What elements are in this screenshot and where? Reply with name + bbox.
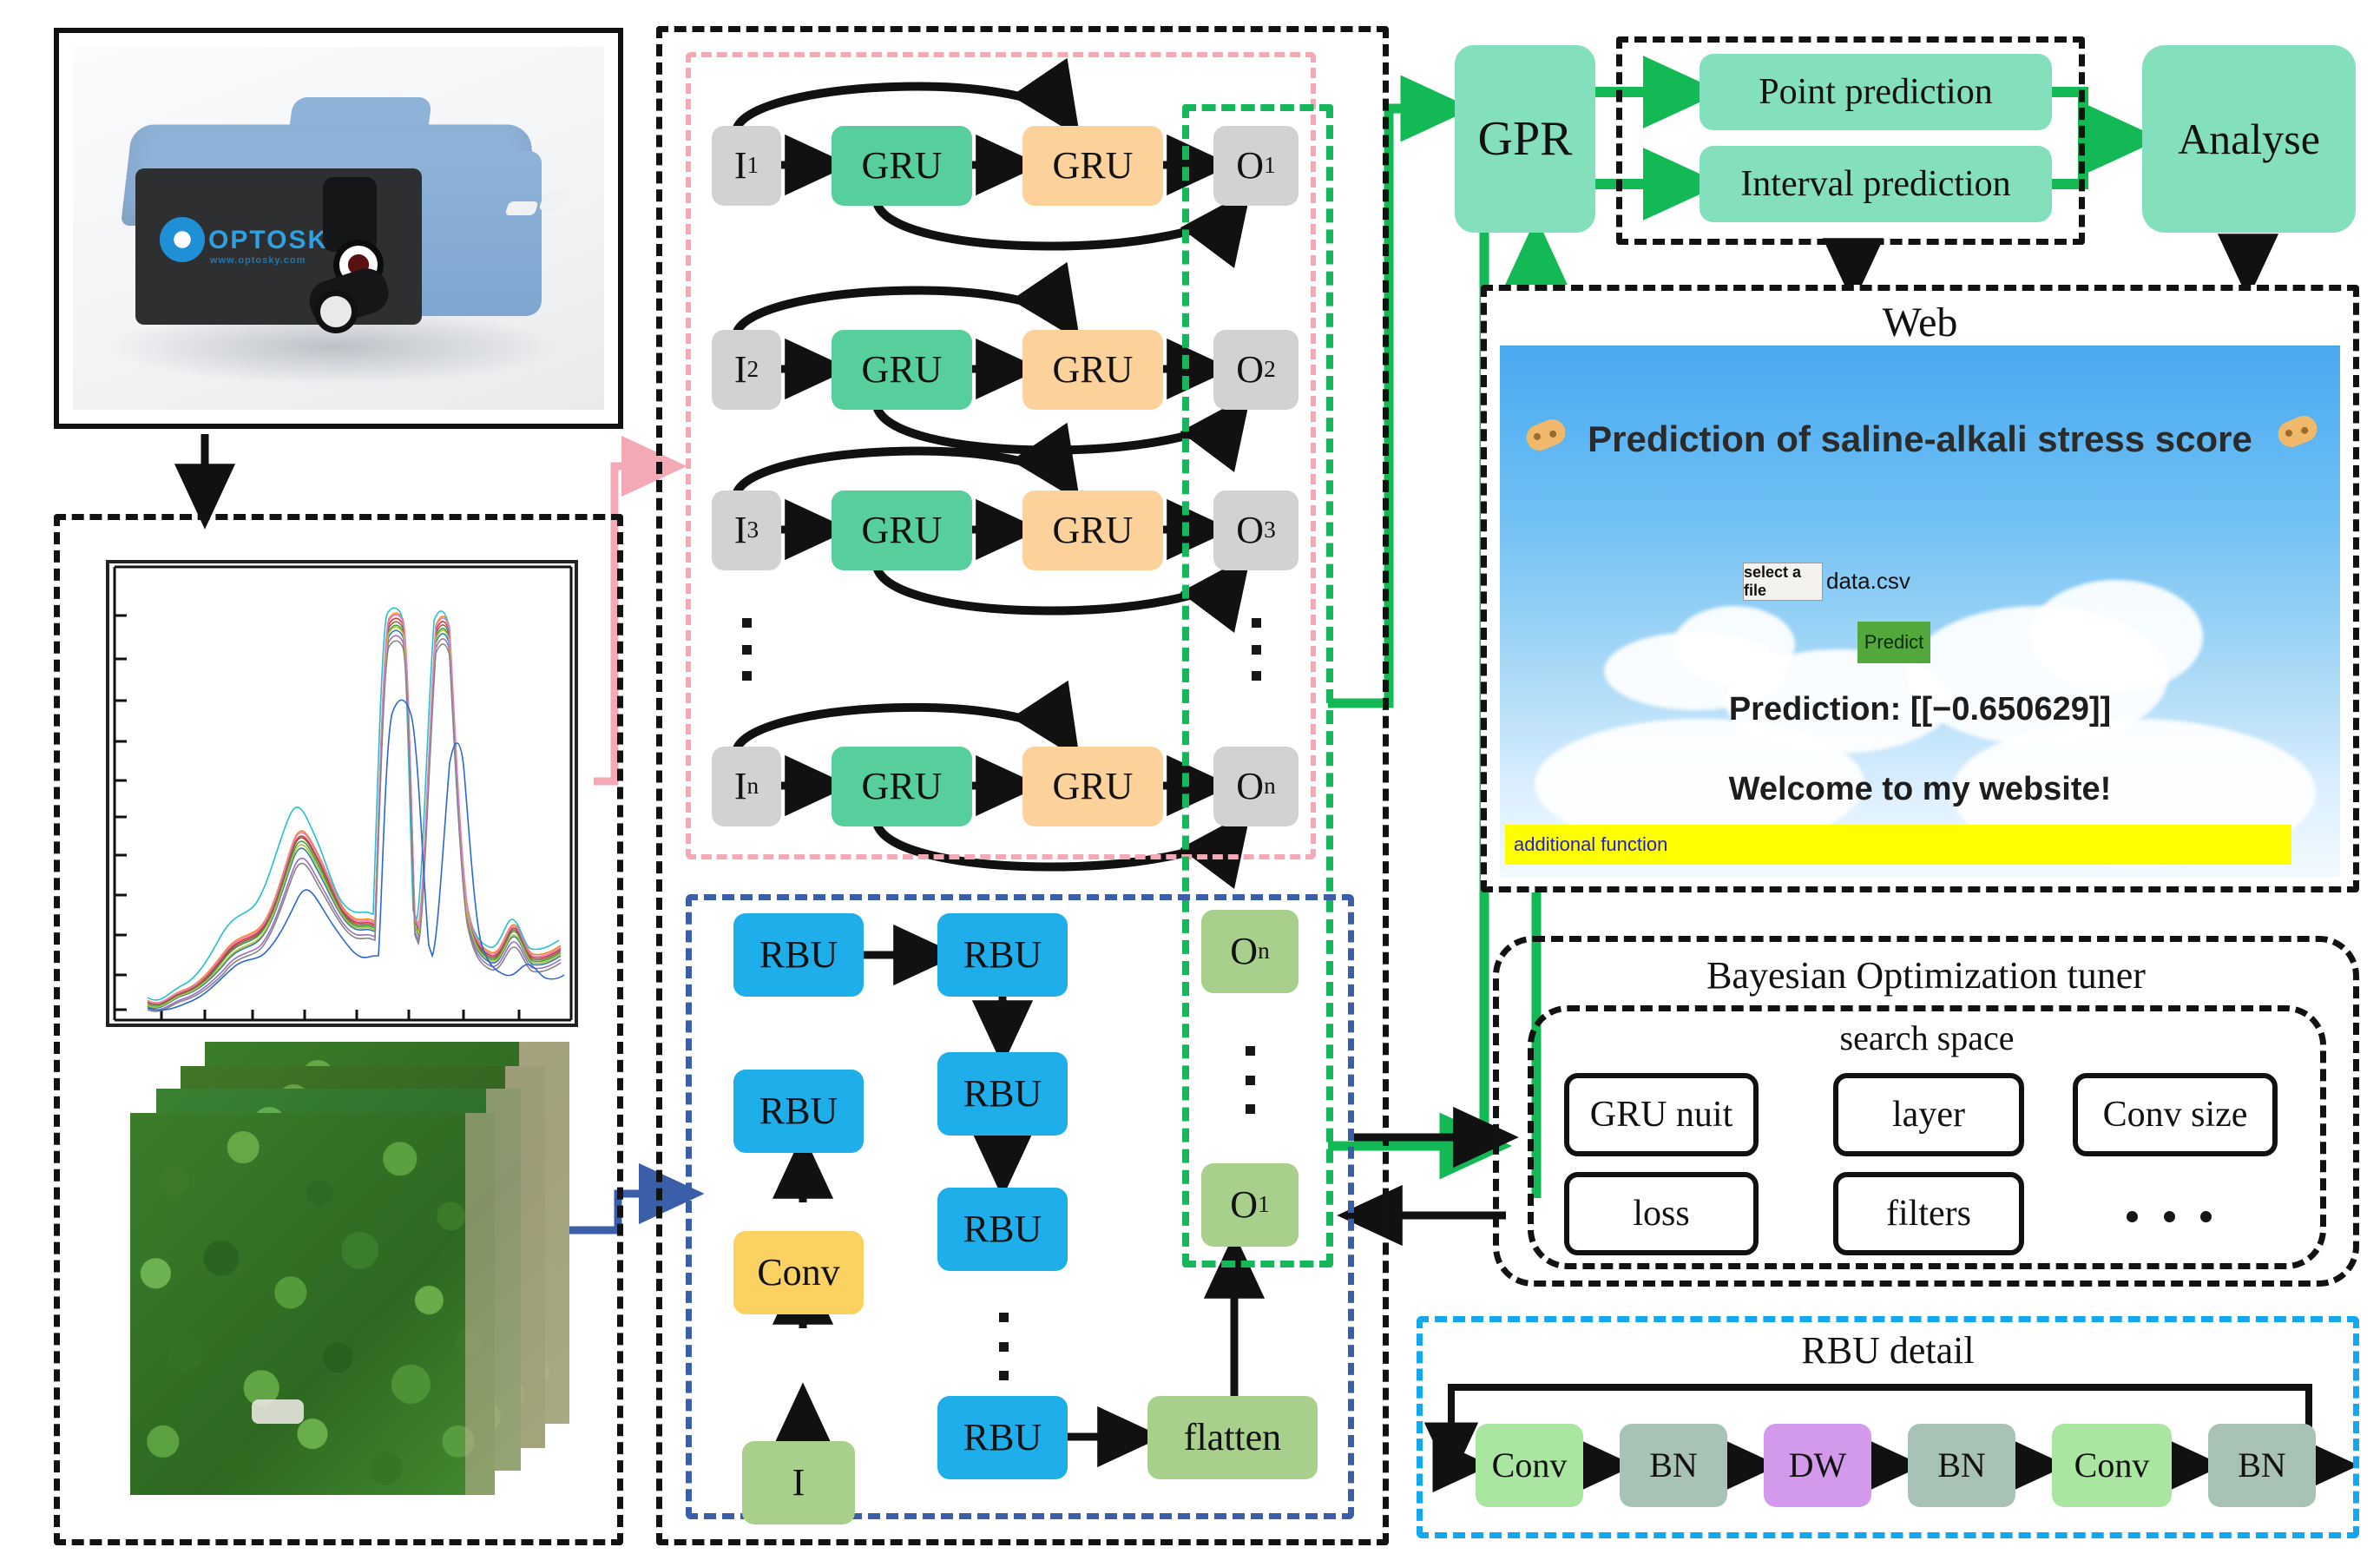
rbu-stage-dw: DW	[1764, 1424, 1871, 1507]
prediction-result-line: Prediction: [[−0.650629]]	[1728, 691, 2112, 728]
gru-cell-3b: GRU	[1022, 491, 1163, 570]
cnn-rbu-column-ellipsis	[998, 1313, 1009, 1380]
model-container	[656, 26, 1389, 1545]
rbu-stage-bn-2: BN	[1908, 1424, 2015, 1507]
predict-button[interactable]: Predict	[1857, 622, 1930, 663]
spectrometer-image: OPTOSKY www.optosky.com	[73, 47, 604, 410]
search-space-title: search space	[1839, 1018, 2015, 1057]
web-panel-title: Web	[1882, 300, 1958, 346]
spectra-plot	[106, 560, 578, 1027]
cnn-branch-group	[686, 894, 1354, 1519]
cnn-rbu-right-mid: RBU	[937, 1052, 1068, 1136]
rbu-stage-conv-1: Conv	[1476, 1424, 1583, 1507]
cnn-conv: Conv	[733, 1231, 864, 1314]
rbu-detail-panel	[1417, 1316, 2359, 1538]
gru-cell-1a: GRU	[832, 126, 972, 206]
additional-function-label: additional function	[1514, 833, 1668, 855]
data-acquisition-group	[54, 514, 623, 1545]
cnn-rbu-left-top: RBU	[733, 913, 864, 997]
device-photo-frame: OPTOSKY www.optosky.com	[54, 28, 623, 429]
point-prediction-node: Point prediction	[1700, 54, 2052, 130]
gru-input-ellipsis	[741, 618, 752, 681]
gru-cell-2b: GRU	[1022, 330, 1163, 410]
gru-cell-2a: GRU	[832, 330, 972, 410]
interval-prediction-node: Interval prediction	[1700, 146, 2052, 222]
rbu-stage-conv-2: Conv	[2052, 1424, 2172, 1507]
gpr-node: GPR	[1455, 45, 1595, 233]
cnn-input: I	[742, 1441, 855, 1524]
gru-cell-na: GRU	[832, 747, 972, 826]
web-browser-mock: Prediction of saline-alkali stress score…	[1500, 346, 2340, 877]
gru-cell-1b: GRU	[1022, 126, 1163, 206]
gru-cell-3a: GRU	[832, 491, 972, 570]
bayesian-tuner-title: Bayesian Optimization tuner	[1706, 954, 2146, 997]
search-items-ellipsis	[2127, 1210, 2212, 1222]
search-item-loss: loss	[1564, 1172, 1759, 1255]
cnn-rbu-right-low: RBU	[937, 1188, 1068, 1271]
gru-branch-group	[686, 52, 1316, 859]
field-photo-stack	[130, 1042, 582, 1502]
gru-output-ellipsis	[1251, 618, 1261, 681]
rbu-stage-bn-1: BN	[1620, 1424, 1727, 1507]
cnn-rbu-right-top: RBU	[937, 913, 1068, 997]
analyse-node: Analyse	[2142, 45, 2356, 233]
bayesian-tuner-panel	[1493, 936, 2359, 1287]
cnn-rbu-left-mid: RBU	[733, 1070, 864, 1153]
cnn-output-ellipsis	[1245, 1046, 1255, 1114]
search-item-conv-size: Conv size	[2073, 1073, 2278, 1156]
gru-cell-nb: GRU	[1022, 747, 1163, 826]
selected-file-name: data.csv	[1826, 568, 1910, 594]
search-space-panel	[1528, 1005, 2326, 1269]
web-heading: Prediction of saline-alkali stress score	[1588, 418, 2252, 459]
welcome-line: Welcome to my website!	[1728, 771, 2112, 807]
rbu-stage-bn-3: BN	[2208, 1424, 2316, 1507]
select-file-button[interactable]: select a file	[1743, 563, 1823, 601]
prediction-group	[1616, 36, 2085, 245]
cnn-rbu-bottom: RBU	[937, 1396, 1068, 1479]
outputs-group	[1182, 104, 1333, 1267]
additional-function-bar[interactable]: additional function	[1505, 825, 2291, 865]
search-item-gru-unit: GRU nuit	[1564, 1073, 1759, 1156]
rbu-detail-title: RBU detail	[1801, 1329, 1975, 1372]
cnn-flatten: flatten	[1147, 1396, 1318, 1479]
search-item-layer: layer	[1833, 1073, 2024, 1156]
search-item-filters: filters	[1833, 1172, 2024, 1255]
